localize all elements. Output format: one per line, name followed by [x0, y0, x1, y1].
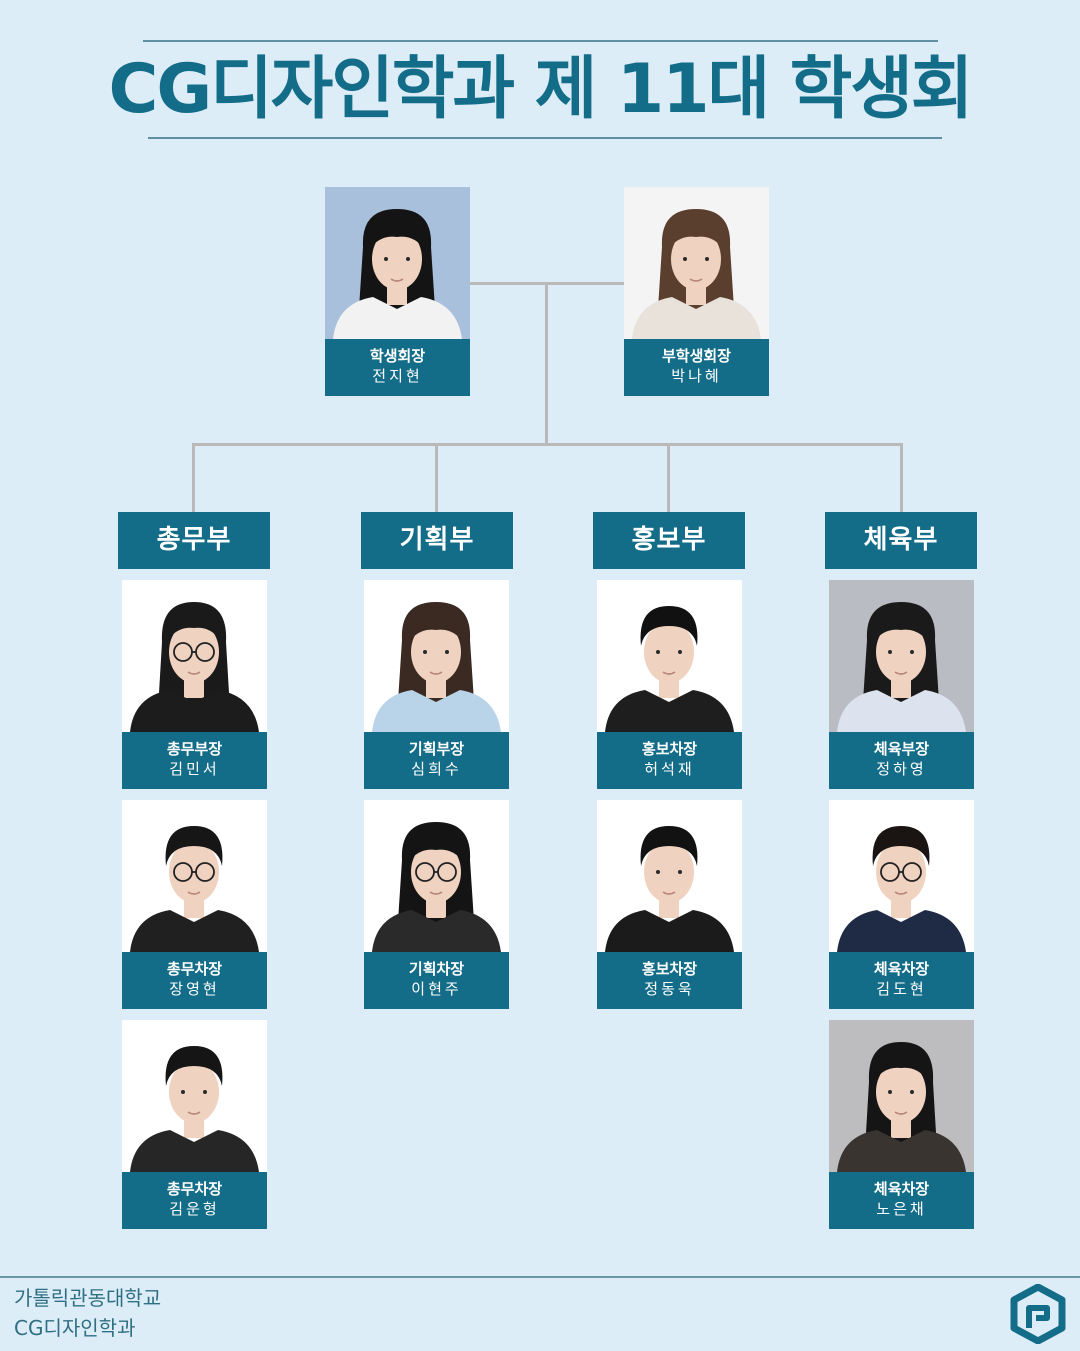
connector-drop-4: [900, 443, 903, 512]
member-role: 홍보차장: [641, 740, 698, 758]
connector-drop-2: [435, 443, 438, 512]
member-card: 총무부장 김민서: [122, 580, 267, 789]
member-name: 전지현: [372, 367, 423, 385]
member-card: 체육차장 김도현: [829, 800, 974, 1009]
member-caption: 총무부장 김민서: [122, 732, 267, 789]
member-name: 장영현: [169, 980, 220, 998]
member-caption: 체육부장 정하영: [829, 732, 974, 789]
portrait-photo: [624, 187, 769, 339]
member-role: 총무차장: [166, 960, 223, 978]
member-card: 체육차장 노은채: [829, 1020, 974, 1229]
member-card: 기획차장 이현주: [364, 800, 509, 1009]
member-caption: 기획차장 이현주: [364, 952, 509, 1009]
leader-card-vice-president: 부학생회장 박나혜: [624, 187, 769, 396]
member-role: 체육차장: [873, 960, 930, 978]
member-card: 총무차장 김운형: [122, 1020, 267, 1229]
member-card: 기획부장 심희수: [364, 580, 509, 789]
connector-drop-3: [667, 443, 670, 512]
portrait-photo: [364, 580, 509, 732]
member-caption: 총무차장 장영현: [122, 952, 267, 1009]
member-card: 총무차장 장영현: [122, 800, 267, 1009]
member-name: 김민서: [169, 760, 220, 778]
member-caption: 홍보차장 정동욱: [597, 952, 742, 1009]
member-card: 홍보차장 허석재: [597, 580, 742, 789]
portrait-photo: [364, 800, 509, 952]
member-role: 부학생회장: [661, 347, 731, 365]
leader-card-president: 학생회장 전지현: [325, 187, 470, 396]
department-header-publicity: 홍보부: [593, 512, 745, 569]
member-caption: 체육차장 김도현: [829, 952, 974, 1009]
member-name: 허석재: [644, 760, 695, 778]
member-caption: 총무차장 김운형: [122, 1172, 267, 1229]
portrait-photo: [122, 800, 267, 952]
member-caption: 학생회장 전지현: [325, 339, 470, 396]
member-role: 총무부장: [166, 740, 223, 758]
member-role: 기획차장: [408, 960, 465, 978]
page-title: CG디자인학과 제 11대 학생회: [108, 50, 974, 129]
member-role: 기획부장: [408, 740, 465, 758]
portrait-photo: [597, 800, 742, 952]
member-name: 정하영: [876, 760, 927, 778]
connector-trunk: [545, 282, 548, 445]
footer-department: CG디자인학과: [14, 1316, 136, 1340]
member-caption: 체육차장 노은채: [829, 1172, 974, 1229]
department-header-sports: 체육부: [825, 512, 977, 569]
portrait-photo: [829, 580, 974, 732]
portrait-photo: [829, 800, 974, 952]
footer-rule: [0, 1276, 1080, 1278]
member-caption: 기획부장 심희수: [364, 732, 509, 789]
member-name: 박나혜: [671, 367, 722, 385]
connector-drop-1: [192, 443, 195, 512]
member-caption: 홍보차장 허석재: [597, 732, 742, 789]
member-role: 체육차장: [873, 1180, 930, 1198]
member-role: 총무차장: [166, 1180, 223, 1198]
member-name: 노은채: [876, 1200, 927, 1218]
member-role: 홍보차장: [641, 960, 698, 978]
member-card: 홍보차장 정동욱: [597, 800, 742, 1009]
footer-university: 가톨릭관동대학교: [14, 1286, 162, 1310]
portrait-photo: [829, 1020, 974, 1172]
member-name: 이현주: [411, 980, 462, 998]
portrait-photo: [325, 187, 470, 339]
member-name: 김도현: [876, 980, 927, 998]
member-card: 체육부장 정하영: [829, 580, 974, 789]
connector-departments-bar: [192, 443, 903, 446]
member-name: 심희수: [411, 760, 462, 778]
portrait-photo: [122, 1020, 267, 1172]
member-role: 체육부장: [873, 740, 930, 758]
member-name: 김운형: [169, 1200, 220, 1218]
department-logo-icon: [1010, 1284, 1066, 1344]
portrait-photo: [122, 580, 267, 732]
portrait-photo: [597, 580, 742, 732]
member-name: 정동욱: [644, 980, 695, 998]
department-header-general-affairs: 총무부: [118, 512, 270, 569]
member-role: 학생회장: [369, 347, 426, 365]
title-bottom-rule: [148, 137, 942, 139]
department-header-planning: 기획부: [361, 512, 513, 569]
member-caption: 부학생회장 박나혜: [624, 339, 769, 396]
title-top-rule: [143, 40, 938, 42]
